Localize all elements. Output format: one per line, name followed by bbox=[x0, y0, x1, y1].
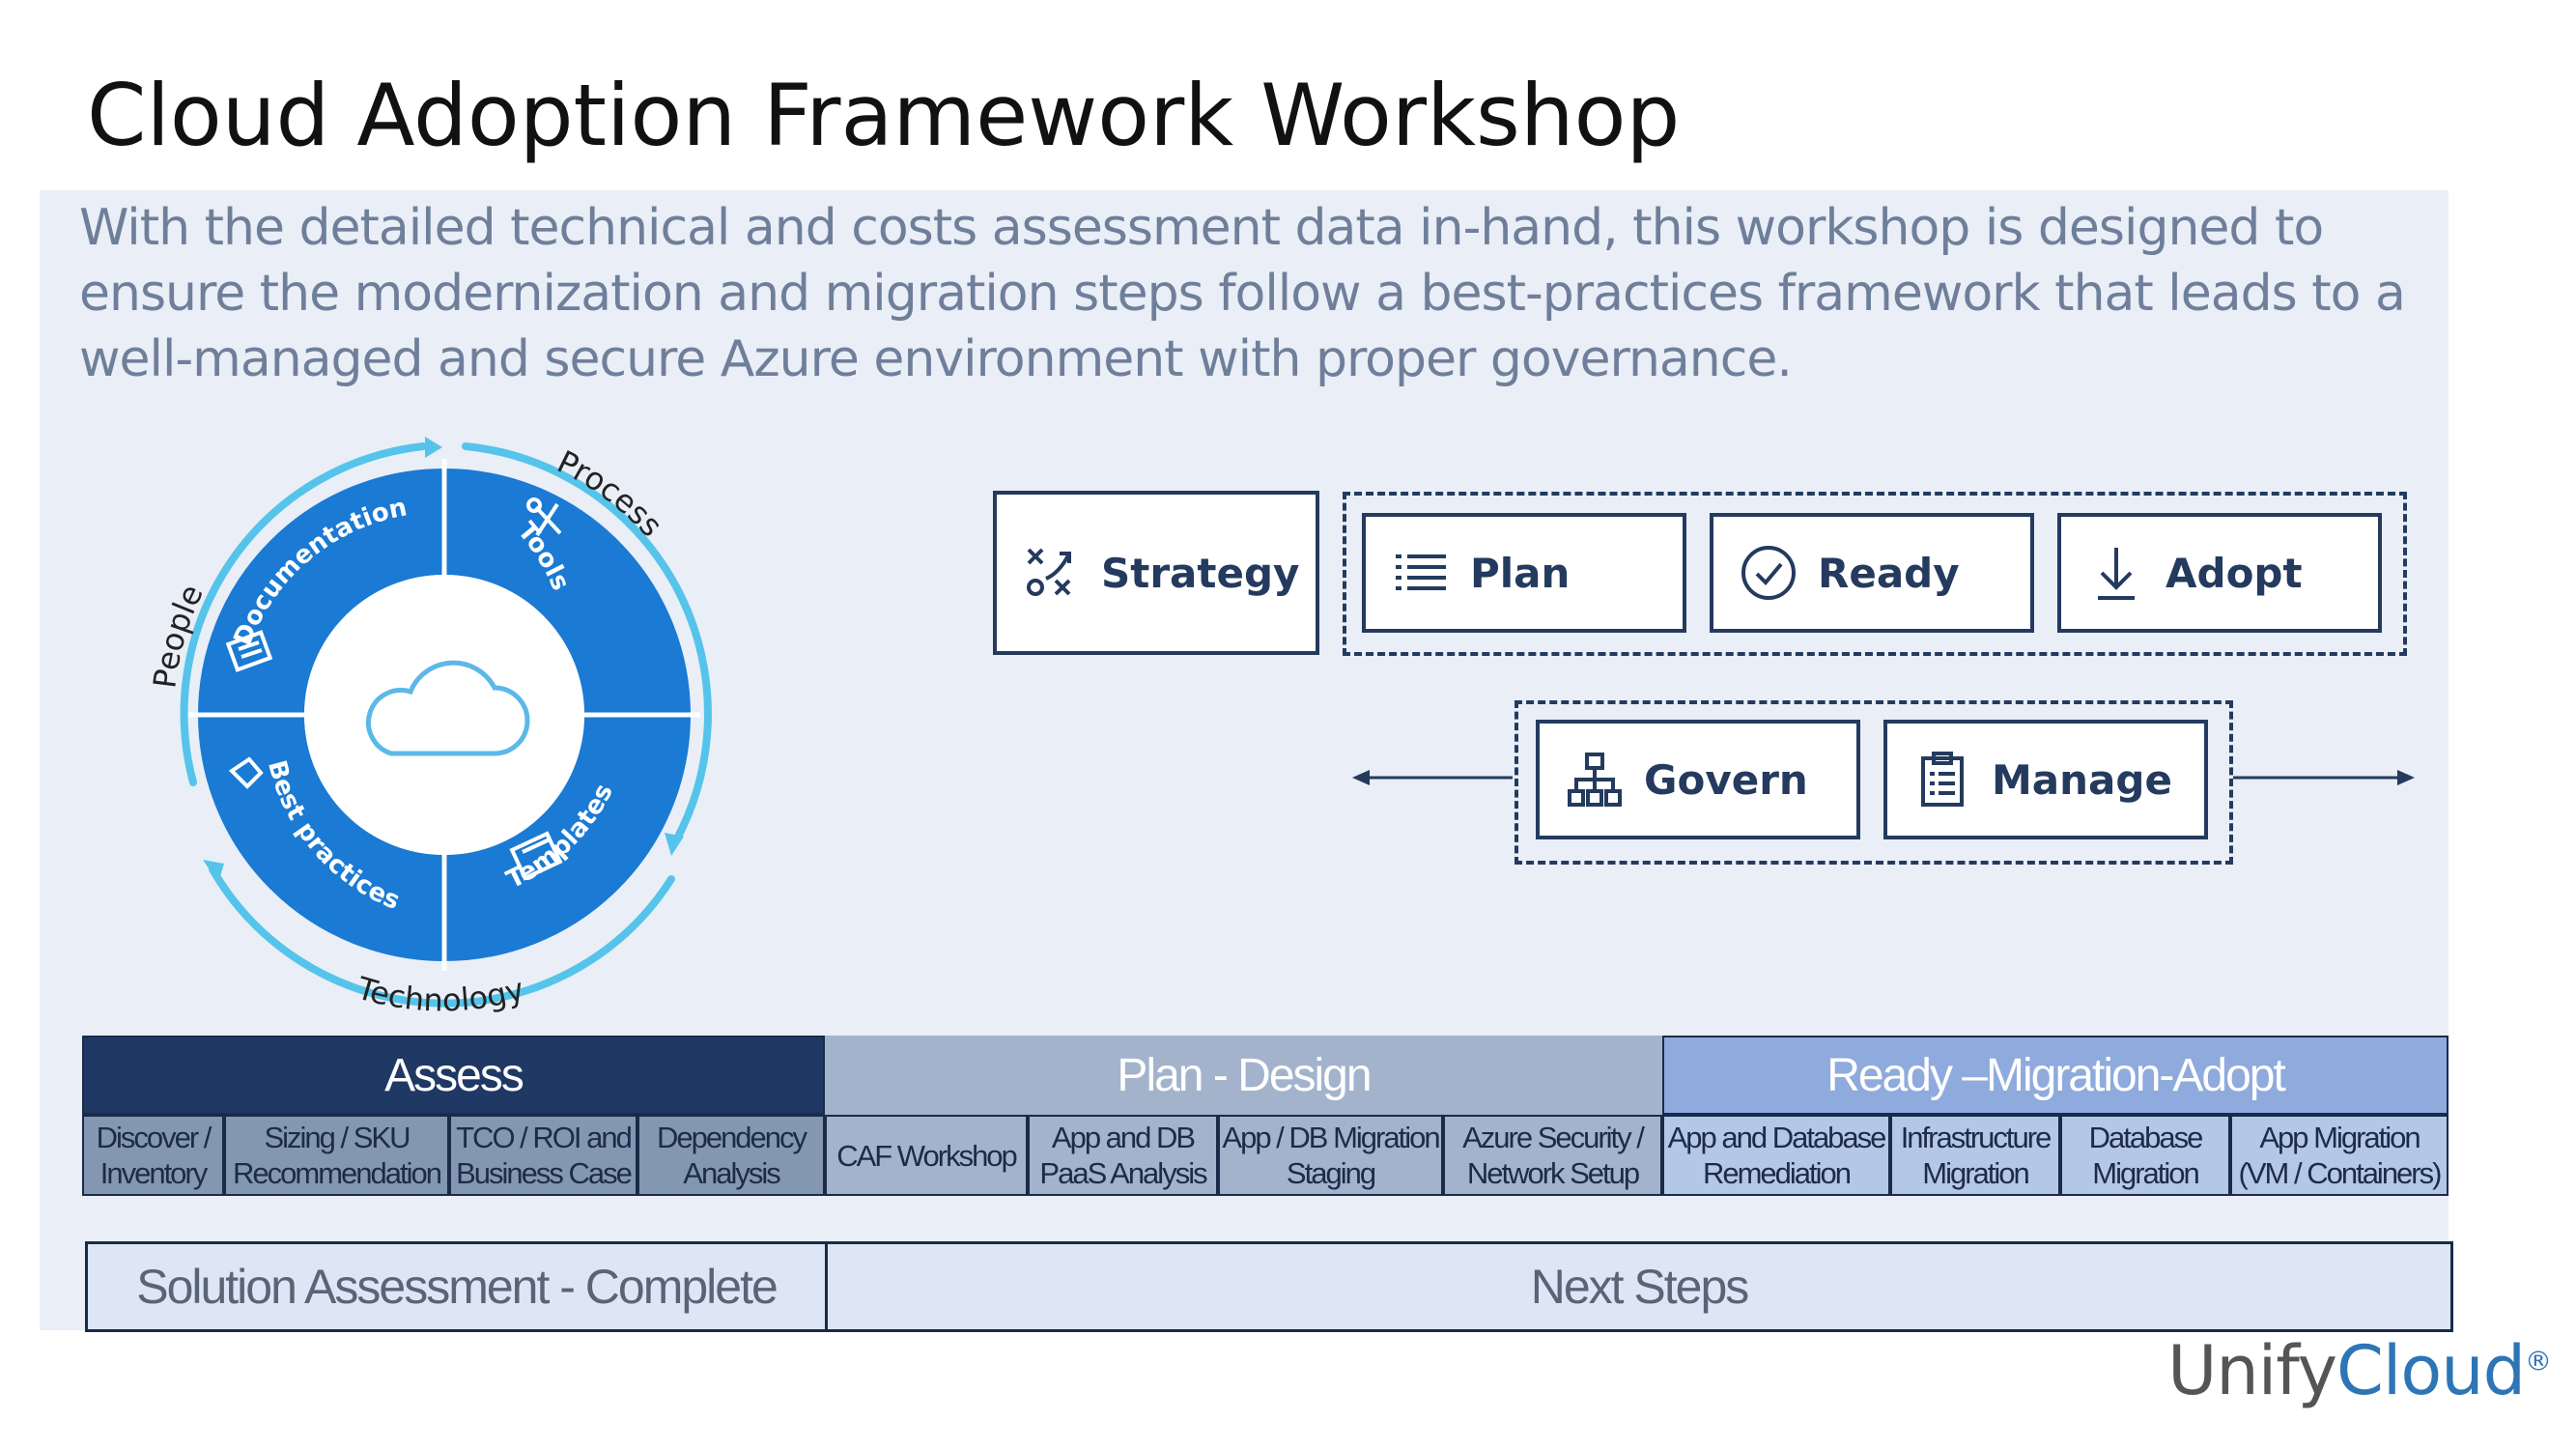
label-technology: Technology bbox=[353, 969, 528, 1018]
step-discover-inventory: Discover / Inventory bbox=[82, 1115, 224, 1196]
arrow-left-icon bbox=[1352, 770, 1513, 785]
unifycloud-logo: UnifyCloud® bbox=[2167, 1331, 2552, 1410]
svg-text:Technology: Technology bbox=[353, 969, 528, 1018]
step-app-db-remediation: App and Database Remediation bbox=[1662, 1115, 1890, 1196]
step-dependency-analysis: Dependency Analysis bbox=[637, 1115, 825, 1196]
govern-box: Govern bbox=[1536, 720, 1860, 839]
intro-paragraph: With the detailed technical and costs as… bbox=[79, 199, 2406, 388]
plan-ready-adopt-group bbox=[1343, 492, 2407, 656]
phase-assess: Assess bbox=[82, 1036, 825, 1115]
label-people: People bbox=[146, 579, 211, 690]
step-app-migration: App Migration (VM / Containers) bbox=[2230, 1115, 2449, 1196]
govern-manage-group bbox=[1514, 700, 2233, 865]
manage-box: Manage bbox=[1883, 720, 2208, 839]
step-app-db-staging: App / DB Migration Staging bbox=[1218, 1115, 1443, 1196]
step-infrastructure-migration: Infrastructure Migration bbox=[1890, 1115, 2060, 1196]
arrow-head bbox=[665, 833, 684, 856]
step-tco-roi: TCO / ROI and Business Case bbox=[449, 1115, 637, 1196]
hierarchy-icon bbox=[1561, 746, 1628, 813]
templates-icon bbox=[509, 831, 563, 881]
govern-label: Govern bbox=[1644, 755, 1808, 804]
ready-label: Ready bbox=[1818, 549, 1960, 597]
check-circle-icon bbox=[1735, 539, 1802, 607]
adopt-box: Adopt bbox=[2057, 513, 2382, 633]
clipboard-icon bbox=[1909, 746, 1976, 813]
status-next-steps: Next Steps bbox=[1530, 1260, 1750, 1314]
logo-unify: Unify bbox=[2167, 1331, 2337, 1410]
strategy-box: Strategy bbox=[993, 491, 1319, 655]
step-caf-workshop: CAF Workshop bbox=[825, 1115, 1028, 1196]
step-app-db-paas: App and DB PaaS Analysis bbox=[1028, 1115, 1218, 1196]
arrow-right-icon bbox=[2233, 770, 2415, 785]
cycle-arrows bbox=[180, 442, 712, 1008]
plan-label: Plan bbox=[1470, 549, 1571, 597]
arrow-head bbox=[203, 860, 224, 883]
adopt-label: Adopt bbox=[2166, 549, 2303, 597]
strategy-label: Strategy bbox=[1101, 549, 1300, 597]
strategy-icon bbox=[1018, 539, 1086, 607]
status-assessment-complete: Solution Assessment - Complete bbox=[88, 1244, 828, 1329]
best-practices-icon bbox=[228, 756, 264, 789]
arrow-head bbox=[425, 437, 442, 458]
ready-box: Ready bbox=[1710, 513, 2034, 633]
step-sizing-sku: Sizing / SKU Recommendation bbox=[224, 1115, 449, 1196]
manage-label: Manage bbox=[1992, 755, 2172, 804]
svg-text:People: People bbox=[146, 579, 211, 690]
step-database-migration: Database Migration bbox=[2060, 1115, 2230, 1196]
step-row: Discover / Inventory Sizing / SKU Recomm… bbox=[82, 1115, 2449, 1196]
page-title: Cloud Adoption Framework Workshop bbox=[87, 66, 1681, 165]
plan-box: Plan bbox=[1362, 513, 1686, 633]
logo-cloud: Cloud bbox=[2336, 1331, 2526, 1410]
status-row: Solution Assessment - Complete Next Step… bbox=[85, 1241, 2453, 1332]
list-icon bbox=[1387, 539, 1455, 607]
logo-registered-mark: ® bbox=[2525, 1345, 2552, 1378]
phase-ready-migration-adopt: Ready –Migration-Adopt bbox=[1662, 1036, 2449, 1115]
tools-icon bbox=[526, 497, 562, 537]
cloud-icon bbox=[365, 660, 530, 756]
phase-header-row: Assess Plan - Design Ready –Migration-Ad… bbox=[82, 1036, 2449, 1115]
download-arrow-icon bbox=[2082, 539, 2150, 607]
documentation-icon bbox=[225, 630, 273, 672]
phase-plan-design: Plan - Design bbox=[825, 1036, 1662, 1115]
adoption-wheel: Documentation Tools Templates Best pract… bbox=[146, 437, 712, 1019]
step-azure-security-network: Azure Security / Network Setup bbox=[1443, 1115, 1662, 1196]
